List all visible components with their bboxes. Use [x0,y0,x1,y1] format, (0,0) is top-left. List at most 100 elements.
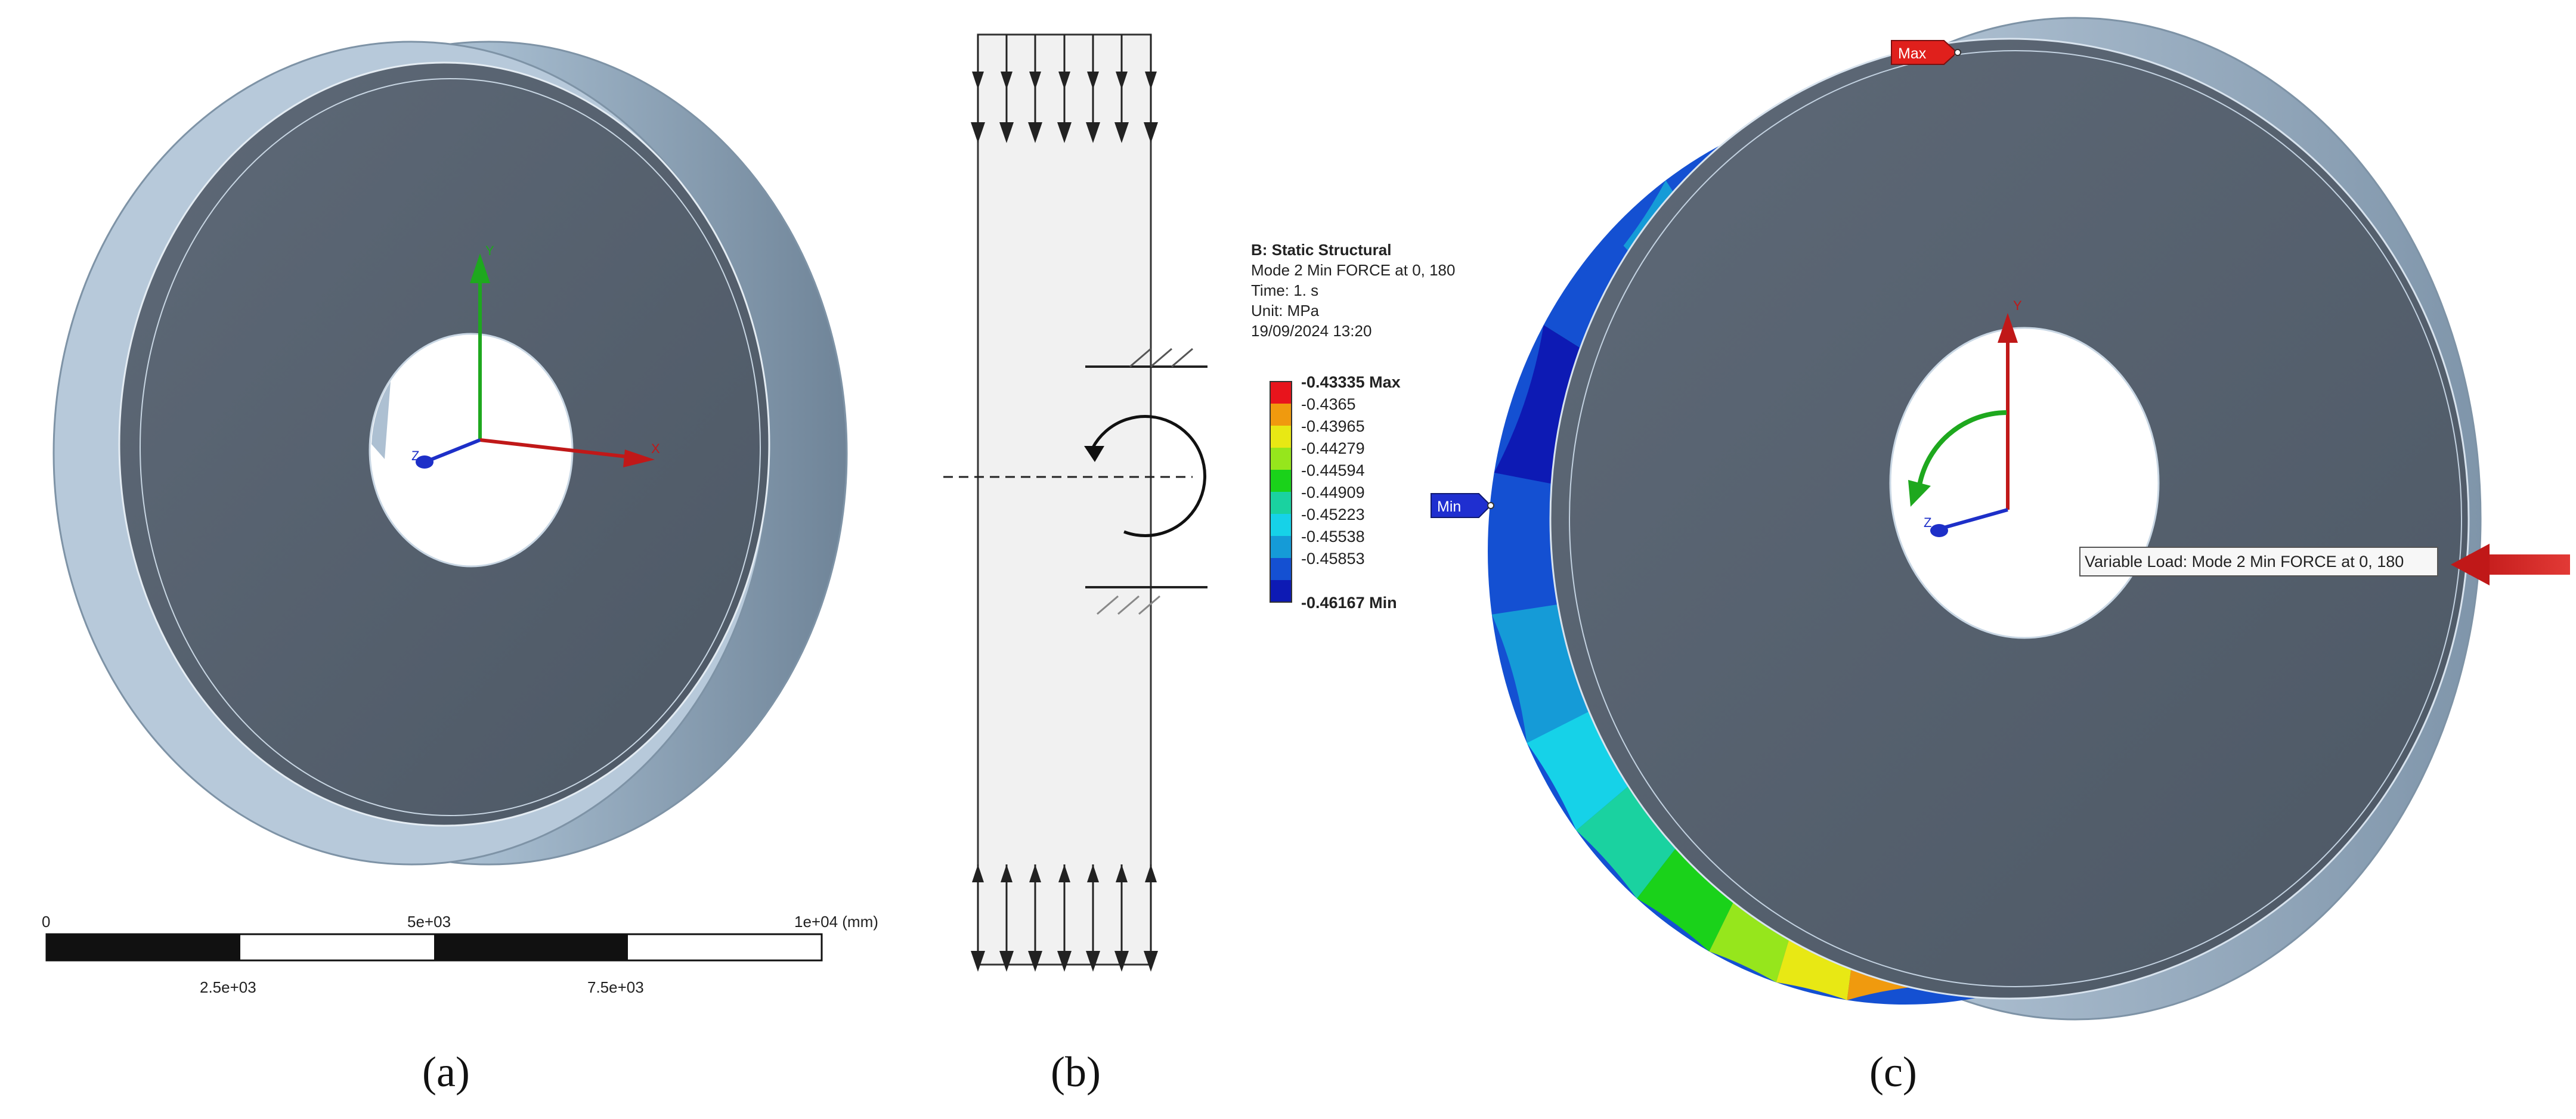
disk-model-c [1488,17,2482,1021]
top-arrow-head-icon [1057,122,1072,143]
z-axis-label: Z [411,448,419,463]
scale-label-7-5e3: 7.5e+03 [587,978,644,996]
scale-label-5e3: 5e+03 [407,913,451,931]
bottom-arrow-head-icon [1116,864,1128,882]
legend-value-label: -0.46167 Min [1301,594,1397,612]
scale-label-2-5e3: 2.5e+03 [200,978,256,996]
rotation-arrow-icon [1908,480,1931,507]
top-arrow-head-icon [1087,72,1099,89]
axes-triad-c: Y Z [1908,298,2022,537]
result-legend: B: Static Structural Mode 2 Min FORCE at… [1251,241,1455,612]
bottom-arrow-head-icon [1001,864,1013,882]
legend-value-label: -0.44909 [1301,483,1365,501]
legend-date: 19/09/2024 13:20 [1251,322,1371,340]
max-tag-point [1954,49,1961,56]
bottom-arrow-head-icon [1057,951,1072,972]
moment-arrow-icon [1084,446,1104,462]
legend-value-label: -0.45223 [1301,506,1365,523]
legend-value-label: -0.43965 [1301,417,1365,435]
top-arrow-head-icon [1001,72,1013,89]
moment-symbol [1084,348,1208,615]
legend-value-label: -0.44594 [1301,461,1365,479]
axes-triad-a: Y X Z [411,243,660,469]
max-tag-label: Max [1898,45,1927,62]
top-arrow-head-icon [1029,72,1041,89]
top-arrow-head-icon [972,72,984,89]
legend-bar-frame [1270,381,1292,603]
support-hatch-top [1129,348,1193,368]
bottom-arrow-head-icon [1086,951,1100,972]
panel-b: (b) [943,33,1208,1096]
scale-bar: 0 5e+03 1e+04 (mm) 2.5e+03 7.5e+03 [42,913,878,996]
bottom-arrow-head-icon [972,864,984,882]
legend-value-label: -0.45853 [1301,550,1365,568]
max-tag: Max [1891,40,1961,65]
legend-unit: Unit: MPa [1251,302,1320,320]
top-arrow-head-icon [999,122,1014,143]
y-axis-label: Y [485,243,494,258]
panel-label-a: (a) [422,1048,470,1096]
legend-swatch [1270,580,1292,602]
z-axis-label-c: Z [1924,515,1931,530]
disk-face-edge-c [1569,50,2462,987]
beam-section [977,33,1152,966]
scale-bar-segment-3 [434,934,628,960]
legend-value-labels: -0.43335 Max -0.4365 -0.43965 -0.44279 -0.44… [1301,373,1401,612]
center-hole [369,333,574,568]
x-axis [479,438,633,459]
top-arrow-head-icon [1086,122,1100,143]
top-load-arrows [971,35,1158,143]
legend-swatch [1270,514,1292,536]
legend-swatch [1270,470,1292,492]
top-arrow-head-icon [1028,122,1042,143]
min-tag-label: Min [1437,498,1461,515]
variable-load-probe: Variable Load: Mode 2 Min FORCE at 0, 18… [2079,544,2570,585]
center-hole-c [1889,327,2160,639]
scale-bar-segment-1 [47,934,240,960]
legend-value-label: -0.44279 [1301,439,1365,457]
bottom-arrow-head-icon [1058,864,1070,882]
top-arrow-head-icon [1145,72,1157,89]
bottom-arrow-head-icon [1028,951,1042,972]
top-arrow-head-icon [1058,72,1070,89]
y-axis-arrow-icon [470,253,490,283]
bottom-arrow-head-icon [1114,951,1129,972]
z-axis-arrow-icon [416,455,434,469]
bottom-arrow-head-icon [1087,864,1099,882]
legend-swatch [1270,382,1292,404]
panel-c: Y Z Max Min Variable Load: Mode 2 Min FO… [1431,17,2570,1096]
bottom-arrow-head-icon [999,951,1014,972]
panel-label-c: (c) [1869,1048,1917,1096]
legend-swatch [1270,404,1292,426]
x-axis-arrow-icon [623,450,655,467]
z-axis-arrow-icon-c [1930,524,1948,537]
legend-swatch [1270,558,1292,580]
bottom-arrow-head-icon [1144,951,1158,972]
x-axis-label: X [651,441,660,456]
y-axis-arrow-icon-c [1998,313,2018,343]
min-tag-shape [1431,493,1492,518]
legend-subtitle: Mode 2 Min FORCE at 0, 180 [1251,261,1455,279]
legend-value-label: -0.43335 Max [1301,373,1401,391]
disk-face-edge [140,78,761,816]
legend-value-label: -0.45538 [1301,528,1365,545]
max-tag-shape [1891,40,1958,65]
min-tag: Min [1431,493,1494,518]
support-hatch-bottom [1097,595,1160,615]
hole-inner-wall [371,382,391,459]
panel-label-b: (b) [1051,1048,1101,1096]
panel-a: Y X Z 0 5e+03 1e+04 (mm) 2.5e+03 7.5e+03… [42,41,878,1096]
legend-swatch [1270,448,1292,470]
legend-swatch [1270,536,1292,558]
top-arrow-head-icon [1116,72,1128,89]
legend-value-label: -0.4365 [1301,395,1356,413]
probe-label: Variable Load: Mode 2 Min FORCE at 0, 18… [2085,553,2404,571]
legend-swatch [1270,426,1292,448]
legend-swatch [1270,492,1292,514]
rotation-arc [1916,410,2007,489]
legend-time: Time: 1. s [1251,281,1318,299]
min-tag-point [1487,502,1494,509]
z-axis [428,438,481,462]
